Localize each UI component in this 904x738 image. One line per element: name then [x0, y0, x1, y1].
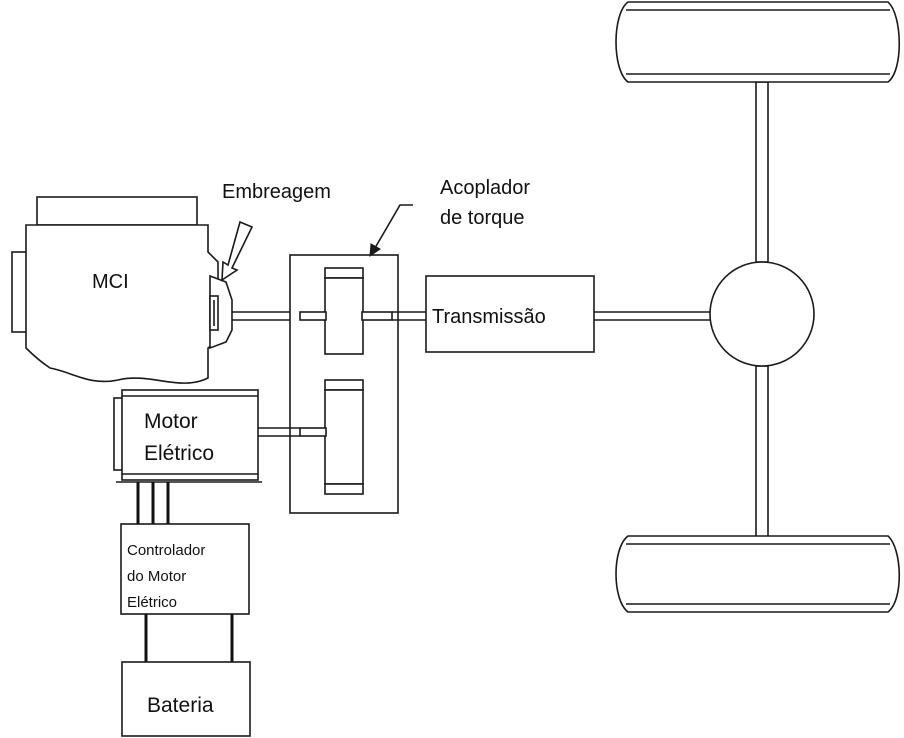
- battery-box: [121, 661, 251, 737]
- motor-controller-wires: [136, 482, 170, 524]
- clutch-label: Embreagem: [222, 181, 331, 203]
- battery-label: Bateria: [147, 694, 214, 717]
- coupler-label-line1: Acoplador: [440, 177, 530, 199]
- controller-label-line3: Elétrico: [127, 594, 177, 611]
- transmission-output-shaft: [594, 311, 712, 321]
- bottom-wheel: [615, 535, 901, 613]
- controller-label-line1: Controlador: [127, 542, 205, 559]
- motor-controller-box: [120, 523, 250, 615]
- engine-block: [11, 196, 219, 384]
- motor-label-line1: Motor: [144, 410, 198, 433]
- differential: [709, 261, 815, 367]
- coupler-label-line2: de torque: [440, 207, 525, 229]
- top-wheel: [615, 1, 901, 83]
- controller-battery-wires: [144, 614, 234, 662]
- controller-label-line2: do Motor: [127, 568, 186, 585]
- coupler-pointer-arrow: [369, 204, 413, 258]
- transmission-label: Transmissão: [432, 306, 546, 328]
- motor-label-line2: Elétrico: [144, 442, 214, 465]
- coupler-output-shaft: [392, 311, 426, 321]
- engine-label: MCI: [92, 271, 129, 293]
- torque-coupler: [289, 254, 399, 514]
- motor-output-shaft: [258, 427, 300, 437]
- clutch-pointer-arrow: [221, 220, 254, 282]
- electric-motor: [113, 389, 262, 483]
- transmission-box: [425, 275, 595, 353]
- clutch: [209, 274, 233, 350]
- engine-output-shaft: [232, 311, 300, 321]
